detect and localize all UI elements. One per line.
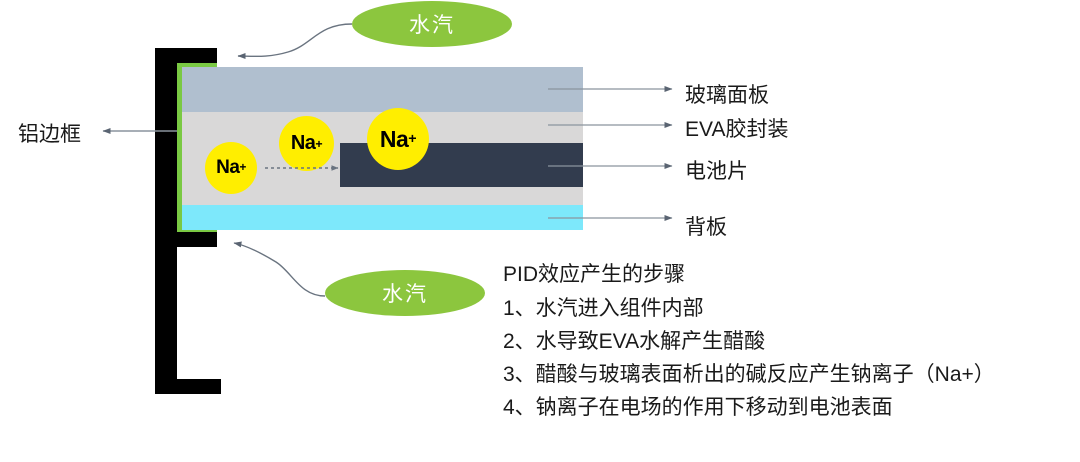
sodium-ion-1: Na+ (205, 142, 257, 194)
vapour-callout-top: 水汽 (352, 1, 512, 47)
steps-title: PID效应产生的步骤 (503, 263, 686, 286)
label-eva-encapsulant: EVA胶封装 (685, 118, 789, 141)
label-solar-cell: 电池片 (685, 160, 748, 183)
label-glass-panel: 玻璃面板 (685, 84, 769, 107)
sealant-strip-left (177, 63, 182, 232)
step-item-1: 1、水汽进入组件内部 (503, 297, 704, 320)
step-item-2: 2、水导致EVA水解产生醋酸 (503, 330, 766, 353)
step-item-4: 4、钠离子在电场的作用下移动到电池表面 (503, 396, 893, 419)
frame-vertical-web (155, 48, 177, 394)
pid-steps-block: PID效应产生的步骤 1、水汽进入组件内部 2、水导致EVA水解产生醋酸 3、醋… (503, 258, 995, 424)
frame-top-flange (155, 48, 217, 63)
ion-label: Na (379, 125, 409, 152)
vapour-arrow-top (237, 23, 353, 60)
sodium-ion-2: Na+ (279, 116, 334, 171)
layer-glass-panel (182, 67, 583, 112)
ion-label: Na (290, 132, 316, 154)
sealant-strip-top (177, 63, 217, 67)
vapour-callout-bottom: 水汽 (325, 270, 485, 316)
sealant-strip-bottom (177, 228, 217, 232)
frame-bottom-flange (155, 379, 221, 394)
label-backsheet: 背板 (685, 216, 727, 239)
layer-backsheet (182, 205, 583, 230)
ion-label: Na (216, 157, 240, 178)
vapour-arrow-bottom (233, 241, 326, 297)
sodium-ion-3: Na+ (367, 108, 429, 170)
frame-middle-flange (155, 232, 217, 247)
label-aluminium-frame: 铝边框 (18, 123, 81, 146)
step-item-3: 3、醋酸与玻璃表面析出的碱反应产生钠离子（Na+） (503, 363, 995, 386)
